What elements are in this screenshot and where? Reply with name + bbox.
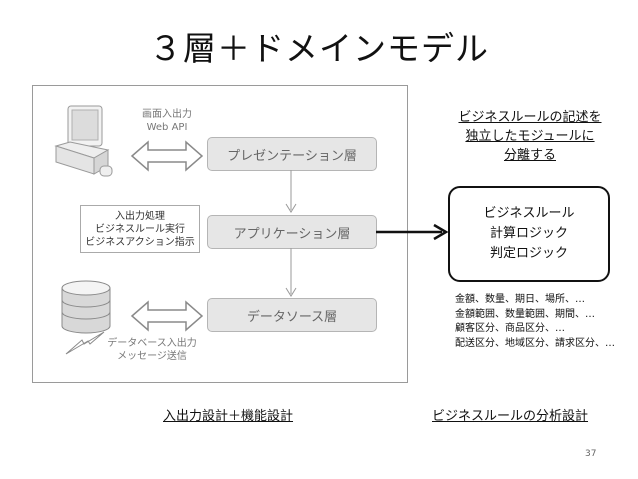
presentation-layer-label: プレゼンテーション層: [227, 148, 357, 164]
rule-examples: 金額、数量、期日、場所、… 金額範囲、数量範囲、期間、… 顧客区分、商品区分、……: [455, 293, 615, 351]
caption-db-io: データベース入出力 メッセージ送信: [107, 338, 197, 362]
datasource-layer: データソース層: [207, 298, 377, 332]
bottom-label-right: ビジネスルールの分析設計: [432, 409, 589, 424]
business-rules-box: ビジネスルール 計算ロジック 判定ロジック: [448, 186, 610, 282]
double-arrow-top-icon: [130, 140, 204, 172]
application-layer-label: アプリケーション層: [233, 226, 351, 242]
processing-box: [80, 205, 200, 253]
rules-box-line2: 計算ロジック: [489, 226, 568, 241]
caption-screen-io: 画面入出力 Web API: [142, 109, 192, 133]
bottom-label-left: 入出力設計＋機能設計: [163, 409, 294, 424]
datasource-layer-label: データソース層: [246, 309, 338, 325]
lightning-icon: [65, 331, 105, 355]
example-line: 金額、数量、期日、場所、…: [455, 294, 585, 305]
example-line: 配送区分、地域区分、請求区分、…: [455, 337, 615, 349]
arrow-to-rules-icon: [376, 223, 449, 241]
rules-description: ビジネスルールの記述を 独立したモジュールに 分離する: [458, 110, 602, 163]
database-icon: [61, 280, 111, 334]
computer-icon: [54, 105, 113, 177]
slide-title: ３層＋ドメインモデル: [149, 29, 489, 68]
example-line: 金額範囲、数量範囲、期間、…: [455, 308, 595, 320]
rules-box-line1: ビジネスルール: [483, 206, 575, 221]
rules-box-line3: 判定ロジック: [489, 246, 568, 261]
presentation-layer: プレゼンテーション層: [207, 137, 377, 171]
application-layer: アプリケーション層: [207, 215, 377, 249]
caption-processing: 入出力処理 ビジネスルール実行 ビジネスアクション指示: [85, 211, 195, 248]
layer-arrows: [285, 170, 297, 297]
page-number: 37: [585, 449, 597, 459]
example-line: 顧客区分、商品区分、…: [455, 323, 565, 334]
double-arrow-bottom-icon: [130, 300, 204, 332]
